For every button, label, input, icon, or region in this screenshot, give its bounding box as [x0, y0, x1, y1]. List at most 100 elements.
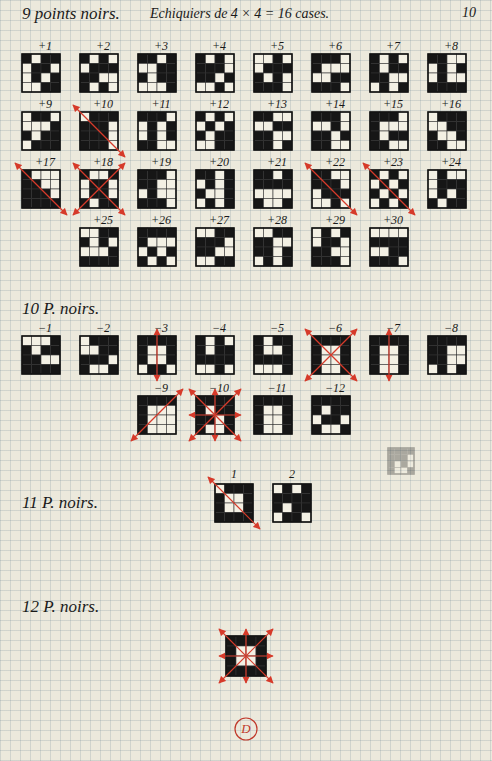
chessboard-4x4 — [370, 329, 408, 381]
board-number: +11 — [151, 98, 170, 110]
chessboard-4x4 — [138, 54, 176, 92]
chessboard-4x4 — [312, 112, 350, 150]
board-number: +20 — [209, 156, 229, 168]
chessboard-4x4 — [196, 228, 234, 266]
board-number: +6 — [328, 40, 342, 52]
board-number: +3 — [154, 40, 168, 52]
symmetry-axis — [363, 163, 415, 215]
section-heading: 10 P. noirs. — [22, 300, 99, 317]
library-stamp — [235, 718, 257, 740]
chessboard-4x4 — [428, 112, 466, 150]
section-heading: 12 P. noirs. — [22, 598, 99, 615]
chessboard-4x4 — [305, 163, 357, 215]
chessboard-4x4 — [196, 336, 234, 374]
chessboard-4x4 — [254, 112, 292, 150]
chessboard-4x4 — [312, 228, 350, 266]
chessboard-4x4 — [312, 54, 350, 92]
board-number: +18 — [93, 156, 113, 168]
board-number: +26 — [151, 214, 171, 226]
board-number: +2 — [96, 40, 110, 52]
symmetry-axis — [189, 389, 241, 441]
symmetry-axis — [305, 163, 357, 215]
board-number: +10 — [93, 98, 113, 110]
board-number: +8 — [444, 40, 458, 52]
board-number: −4 — [212, 322, 226, 334]
symmetry-axis — [15, 163, 67, 215]
chessboard-4x4 — [219, 629, 273, 683]
chessboard-4x4 — [22, 112, 60, 150]
board-number: +9 — [38, 98, 52, 110]
chessboard-4x4 — [305, 329, 357, 381]
symmetry-axis — [131, 389, 183, 441]
page-number: 10 — [462, 6, 476, 20]
board-number: +15 — [383, 98, 403, 110]
symmetry-axis — [208, 477, 260, 529]
board-number: −6 — [328, 322, 342, 334]
chessboard-4x4 — [196, 54, 234, 92]
symmetry-axis — [219, 655, 273, 656]
chessboard-4x4 — [254, 228, 292, 266]
board-number: −8 — [444, 322, 458, 334]
board-number: +16 — [441, 98, 461, 110]
symmetry-axis — [73, 105, 125, 157]
board-number: −11 — [267, 382, 286, 394]
board-number: −1 — [38, 322, 52, 334]
chessboard-4x4 — [196, 112, 234, 150]
chessboard-4x4 — [273, 484, 311, 522]
chessboard-4x4 — [138, 228, 176, 266]
symmetry-axis — [73, 163, 125, 215]
chessboard-4x4 — [15, 163, 67, 215]
board-number: −10 — [209, 382, 229, 394]
chessboard-4x4 — [138, 112, 176, 150]
board-number: +4 — [212, 40, 226, 52]
symmetry-axis — [388, 329, 389, 381]
board-number: +7 — [386, 40, 400, 52]
board-number: −3 — [154, 322, 168, 334]
board-number: 1 — [231, 468, 237, 480]
chessboard-4x4 — [370, 228, 408, 266]
board-number: −9 — [154, 382, 168, 394]
chessboard-4x4 — [428, 170, 466, 208]
chessboard-4x4 — [73, 105, 125, 157]
chessboard-4x4 — [22, 54, 60, 92]
section-heading: 11 P. noirs. — [22, 494, 98, 511]
chessboard-4x4 — [208, 477, 260, 529]
symmetry-axis — [305, 329, 357, 381]
chessboard-4x4 — [80, 54, 118, 92]
board-number: +5 — [270, 40, 284, 52]
symmetry-axis — [219, 629, 273, 683]
chessboard-4x4 — [80, 228, 118, 266]
chessboard-4x4 — [254, 396, 292, 434]
board-number: +22 — [325, 156, 345, 168]
chessboard-4x4 — [363, 163, 415, 215]
symmetry-axis — [189, 414, 241, 415]
symmetry-axis — [189, 389, 241, 441]
board-number: 2 — [289, 468, 295, 480]
chessboard-4x4 — [22, 336, 60, 374]
chessboard-4x4 — [428, 336, 466, 374]
chessboard-4x4 — [312, 396, 350, 434]
chessboard-4x4 — [388, 448, 414, 474]
chessboard-4x4 — [131, 389, 183, 441]
board-number: +24 — [441, 156, 461, 168]
chessboard-4x4 — [80, 336, 118, 374]
board-number: +12 — [209, 98, 229, 110]
board-number: +17 — [35, 156, 55, 168]
board-number: +19 — [151, 156, 171, 168]
board-number: +29 — [325, 214, 345, 226]
chessboard-4x4 — [254, 336, 292, 374]
board-number: +23 — [383, 156, 403, 168]
chessboard-4x4 — [254, 170, 292, 208]
chessboard-4x4 — [73, 163, 125, 215]
board-number: +27 — [209, 214, 229, 226]
chessboard-4x4 — [138, 170, 176, 208]
board-number: +13 — [267, 98, 287, 110]
board-number: −5 — [270, 322, 284, 334]
section-heading: 9 points noirs. — [22, 5, 120, 22]
board-number: +30 — [383, 214, 403, 226]
library-stamp-letter: D — [241, 722, 250, 735]
board-number: −12 — [325, 382, 345, 394]
symmetry-axis — [156, 329, 157, 381]
chessboard-4x4 — [370, 54, 408, 92]
